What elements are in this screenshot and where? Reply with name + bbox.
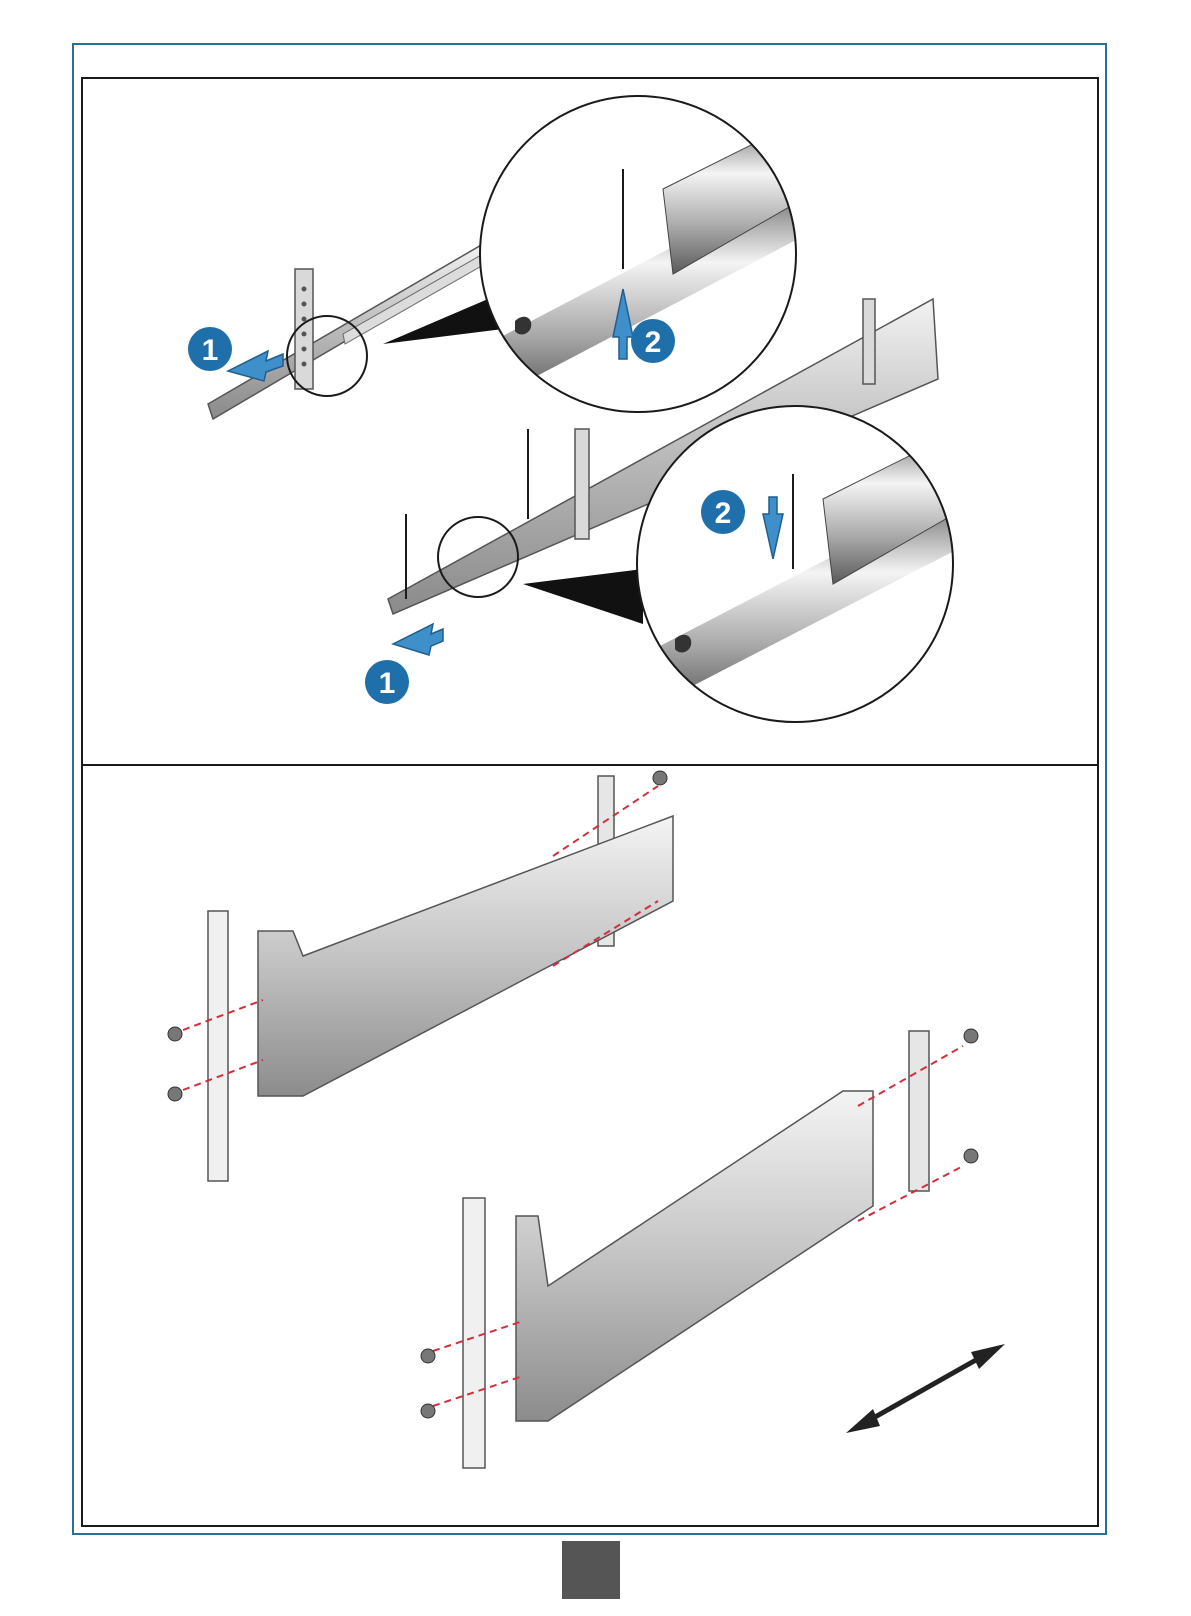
top-panel-illustration: 1 2 2 1 xyxy=(83,79,1097,764)
callout-number: 2 xyxy=(645,326,662,359)
lower-zoom-detail xyxy=(635,404,963,724)
page-number-marker xyxy=(562,1541,620,1599)
callout-number: 2 xyxy=(715,497,732,530)
rail-installation-diagram xyxy=(83,766,1097,1525)
rack-post-front-lower xyxy=(463,1198,485,1468)
upper-zoom-detail xyxy=(478,94,803,414)
screw-icon xyxy=(653,771,667,785)
screw-icon xyxy=(964,1029,978,1043)
screw-icon xyxy=(421,1349,435,1363)
step-callout-icon: 2 xyxy=(701,490,745,534)
double-arrow-icon xyxy=(846,1344,1005,1433)
screw-icon xyxy=(168,1027,182,1041)
screw-icon xyxy=(421,1404,435,1418)
callout-number: 1 xyxy=(202,334,219,367)
rack-post-rear-lower xyxy=(909,1031,929,1191)
step-callout-icon: 1 xyxy=(188,327,232,371)
callout-number: 1 xyxy=(379,667,396,700)
rail-release-diagram: 1 2 2 1 xyxy=(83,79,1097,764)
upper-slide-rail xyxy=(208,244,503,419)
screw-icon xyxy=(168,1087,182,1101)
upper-rail-assembly xyxy=(258,816,673,1096)
step-callout-icon: 1 xyxy=(365,660,409,704)
step-callout-icon: 2 xyxy=(631,319,675,363)
bottom-panel-illustration xyxy=(83,766,1097,1525)
screw-icon xyxy=(964,1149,978,1163)
lower-rail-assembly xyxy=(516,1091,873,1421)
lower-zoom-connector xyxy=(523,569,643,624)
rack-post-front-upper xyxy=(208,911,228,1181)
direction-arrow-icon xyxy=(393,624,443,655)
